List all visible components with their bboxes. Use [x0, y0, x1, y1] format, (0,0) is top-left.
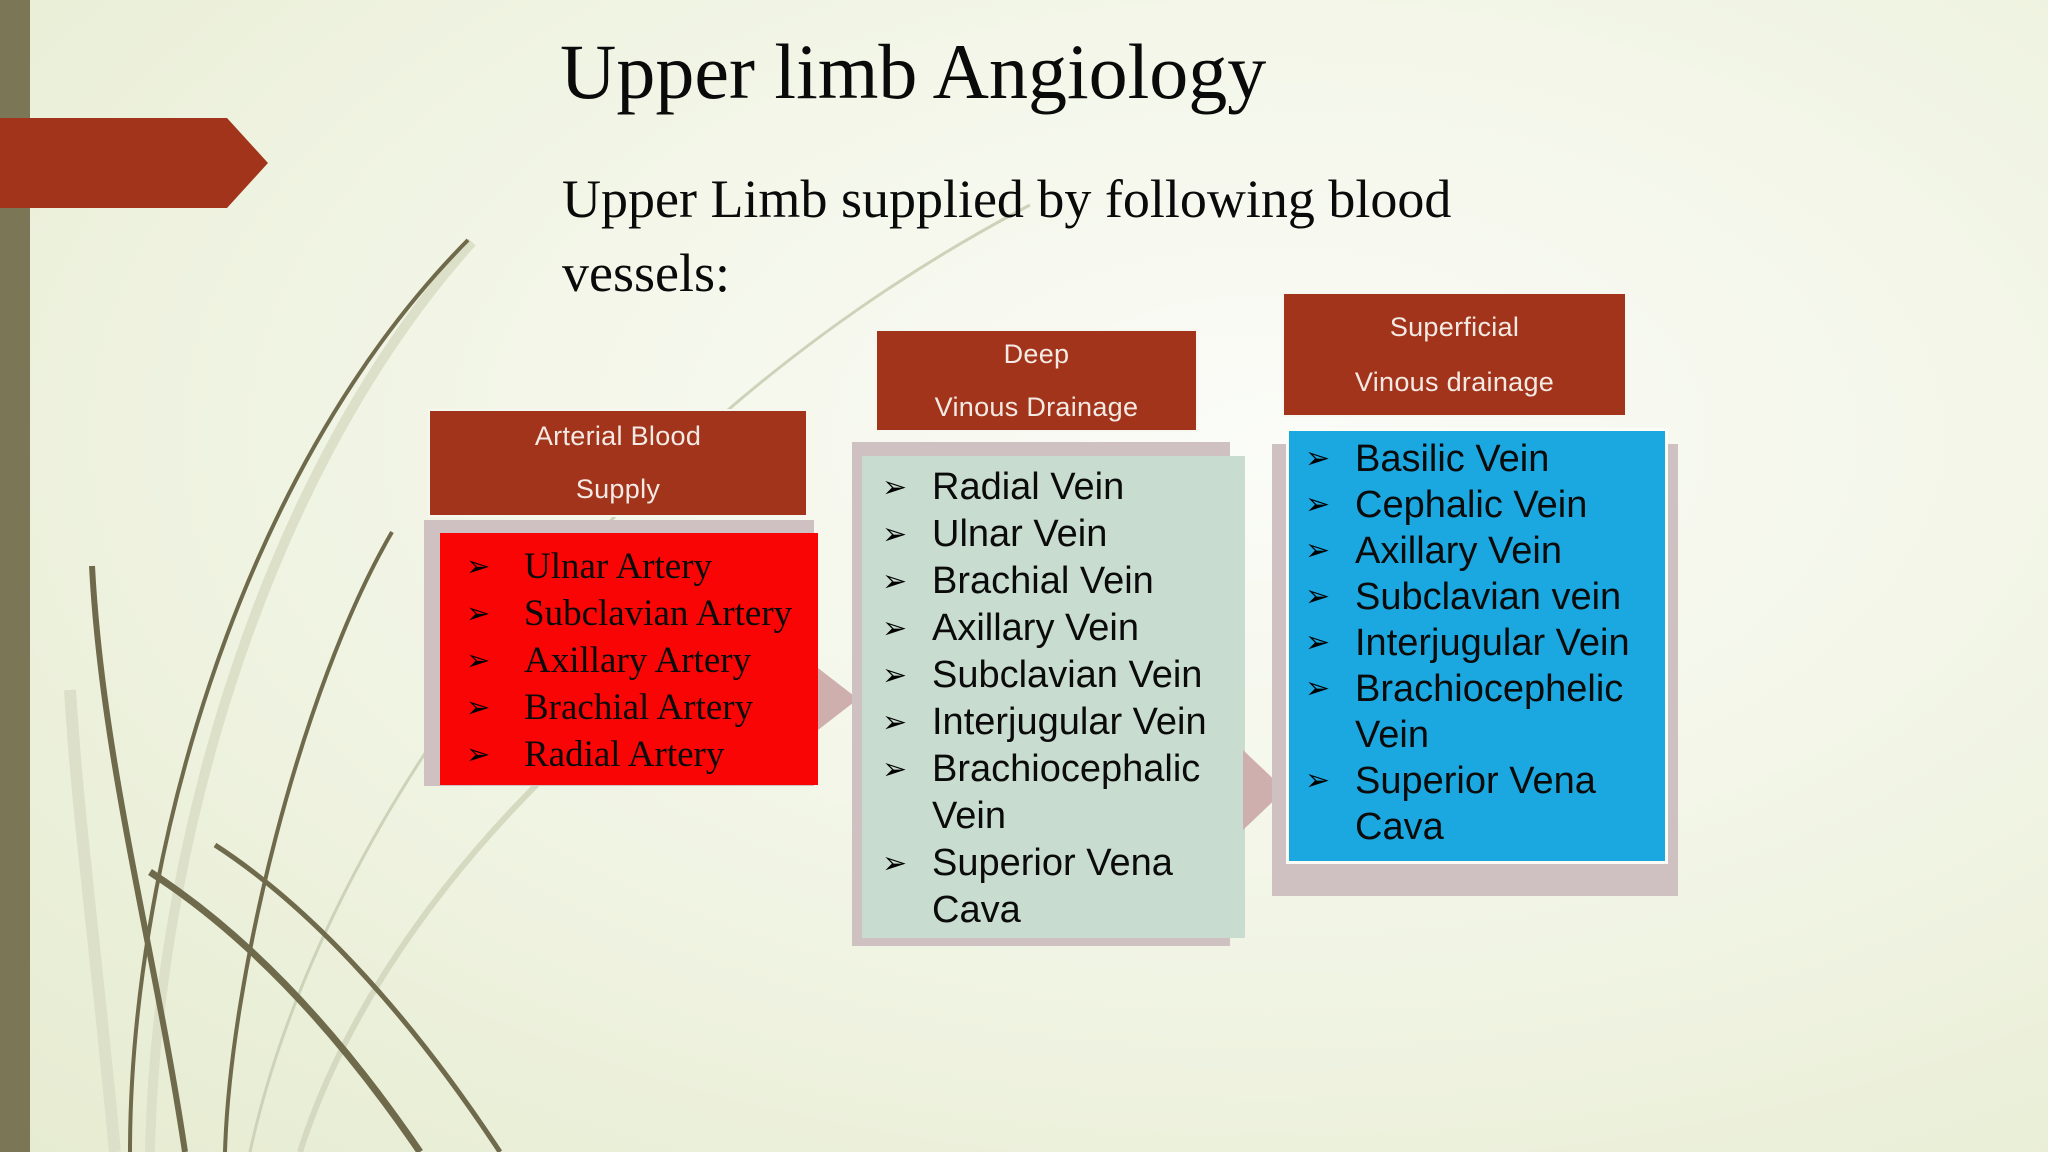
superficial-venous-header-line2: Vinous drainage: [1354, 366, 1555, 397]
list-item: ➢ Axillary Vein: [876, 605, 1239, 652]
list-item: ➢ Brachiocephalic Vein: [876, 746, 1239, 840]
list-item-text: Radial Artery: [524, 734, 725, 775]
grass-blade-shadow: [64, 689, 121, 1152]
deep-venous-list: ➢ Radial Vein ➢ Ulnar Vein ➢ Brachial Vein ➢ Ax…: [862, 456, 1245, 938]
bullet-arrow-icon: ➢: [882, 611, 908, 646]
superficial-venous-header: Superficial Vinous drainage: [1282, 292, 1627, 417]
list-item-text: Basilic Vein: [1355, 438, 1550, 480]
list-item: ➢ Subclavian Vein: [876, 652, 1239, 699]
bullet-arrow-icon: ➢: [1305, 487, 1331, 522]
grass-blade: [89, 565, 188, 1152]
bullet-arrow-icon: ➢: [466, 690, 491, 724]
page-title: Upper limb Angiology: [560, 28, 1267, 115]
grass-blade: [128, 238, 470, 1152]
bullet-arrow-icon: ➢: [882, 752, 908, 787]
bullet-arrow-icon: ➢: [882, 846, 908, 881]
bullet-arrow-icon: ➢: [882, 564, 908, 599]
bullet-arrow-icon: ➢: [466, 596, 491, 630]
list-item: ➢ Ulnar Artery: [454, 543, 812, 590]
bullet-arrow-icon: ➢: [466, 737, 491, 771]
arterial-list: ➢ Ulnar Artery ➢ Subclavian Artery ➢ Axillary…: [440, 533, 818, 785]
superficial-venous-list: ➢ Basilic Vein ➢ Cephalic Vein ➢ Axillary Vei…: [1286, 428, 1668, 864]
list-item: ➢ Subclavian Artery: [454, 590, 812, 637]
list-item-text: Subclavian vein: [1355, 576, 1622, 618]
list-item: ➢ Superior Vena Cava: [1299, 758, 1661, 850]
grass-blade: [213, 842, 503, 1152]
grass-blade: [148, 869, 423, 1152]
list-item-text: Axillary Artery: [524, 640, 752, 681]
list-item-text: Axillary Vein: [1355, 530, 1562, 572]
list-item: ➢ Radial Artery: [454, 731, 812, 778]
list-item-text: Interjugular Vein: [932, 701, 1207, 743]
superficial-venous-header-line1: Superficial: [1389, 311, 1520, 342]
list-item-text: Brachiocephalic Vein: [932, 748, 1201, 837]
arterial-header-line1: Arterial Blood: [534, 421, 702, 451]
list-item: ➢ Brachial Vein: [876, 558, 1239, 605]
list-item-text: Radial Vein: [932, 466, 1125, 508]
list-item-text: Subclavian Artery: [524, 593, 793, 634]
list-item-text: Interjugular Vein: [1355, 622, 1630, 664]
list-item-text: Brachiocephelic Vein: [1355, 668, 1624, 756]
list-item-text: Brachial Artery: [524, 687, 754, 728]
bullet-arrow-icon: ➢: [1305, 579, 1331, 614]
list-item: ➢ Basilic Vein: [1299, 436, 1661, 482]
bullet-arrow-icon: ➢: [882, 705, 908, 740]
deep-venous-header-line1: Deep: [1003, 338, 1070, 369]
list-item: ➢ Ulnar Vein: [876, 511, 1239, 558]
bullet-arrow-icon: ➢: [1305, 533, 1331, 568]
arterial-header: Arterial Blood Supply: [428, 409, 808, 517]
list-item: ➢ Axillary Vein: [1299, 528, 1661, 574]
list-item: ➢ Cephalic Vein: [1299, 482, 1661, 528]
list-item: ➢ Brachiocephelic Vein: [1299, 666, 1661, 758]
arterial-header-line2: Supply: [575, 474, 661, 504]
bullet-arrow-icon: ➢: [1305, 763, 1331, 798]
bullet-arrow-icon: ➢: [1305, 625, 1331, 660]
list-item-text: Subclavian Vein: [932, 654, 1203, 696]
list-item-text: Ulnar Artery: [524, 546, 713, 587]
list-item: ➢ Subclavian vein: [1299, 574, 1661, 620]
deep-venous-header-line2: Vinous Drainage: [934, 391, 1139, 422]
list-item: ➢ Interjugular Vein: [876, 699, 1239, 746]
list-item: ➢ Brachial Artery: [454, 684, 812, 731]
red-arrow-banner: [0, 118, 268, 208]
grass-blade: [223, 530, 394, 1152]
list-item-text: Brachial Vein: [932, 560, 1154, 602]
list-item-text: Superior Vena Cava: [932, 842, 1173, 931]
bullet-arrow-icon: ➢: [882, 470, 908, 505]
subtitle-text: Upper Limb supplied by following blood v…: [562, 169, 1452, 303]
list-item: ➢ Superior Vena Cava: [876, 840, 1239, 934]
list-item: ➢ Radial Vein: [876, 464, 1239, 511]
bullet-arrow-icon: ➢: [882, 658, 908, 693]
list-item: ➢ Axillary Artery: [454, 637, 812, 684]
deep-venous-header: Deep Vinous Drainage: [875, 329, 1198, 432]
list-item-text: Superior Vena Cava: [1355, 760, 1596, 848]
list-item-text: Cephalic Vein: [1355, 484, 1588, 526]
bullet-arrow-icon: ➢: [1305, 671, 1331, 706]
bullet-arrow-icon: ➢: [1305, 441, 1331, 476]
list-item-text: Ulnar Vein: [932, 513, 1108, 555]
list-item: ➢ Interjugular Vein: [1299, 620, 1661, 666]
bullet-arrow-icon: ➢: [466, 643, 491, 677]
list-item-text: Axillary Vein: [932, 607, 1139, 649]
bullet-arrow-icon: ➢: [882, 517, 908, 552]
bullet-arrow-icon: ➢: [466, 549, 491, 583]
